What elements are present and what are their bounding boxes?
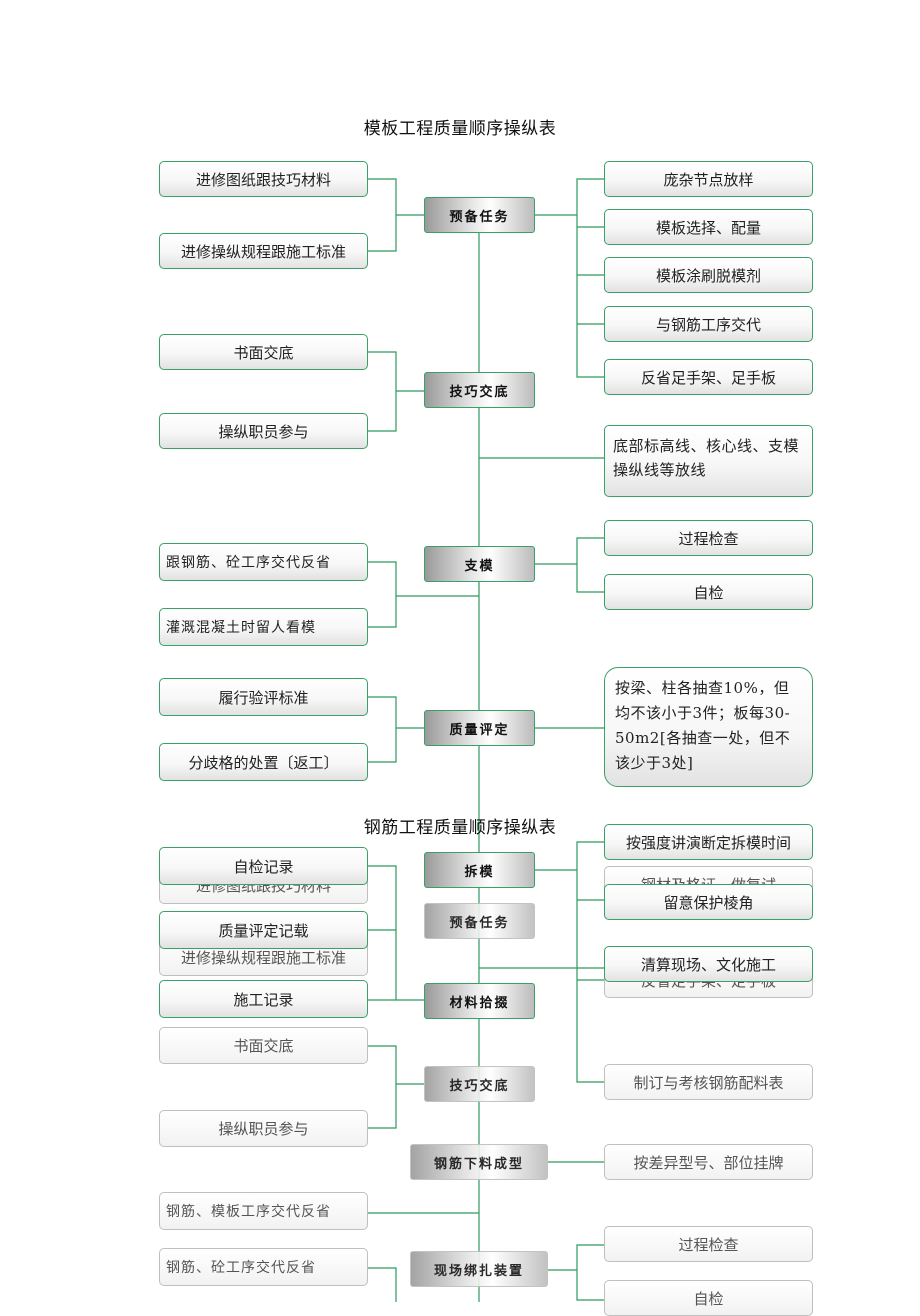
- formwork-prep-right-box: 与钢筋工序交代: [604, 306, 813, 342]
- formwork-prep-left-box: 进修图纸跟技巧材料: [159, 161, 368, 197]
- formwork-tech-left-box: 操纵职员参与: [159, 413, 368, 449]
- formwork-table-title: 模板工程质量顺序操纵表: [363, 119, 557, 139]
- formwork-support-right-box: 自检: [604, 574, 813, 610]
- rebar-table-title: 钢筋工程质量顺序操纵表: [363, 818, 557, 838]
- formwork-prep-left-box: 进修操纵规程跟施工标准: [159, 233, 368, 269]
- formwork-tech-note: 底部标高线、核心线、支模操纵线等放线: [604, 425, 813, 497]
- formwork-quality-note: 按梁、柱各抽查10%，但均不该小于3件；板每30-50m2[各抽查一处，但不该少…: [604, 667, 813, 787]
- rebar-binding-right-box: 过程检查: [604, 1226, 813, 1262]
- formwork-tech-node: 技巧交底: [424, 372, 535, 408]
- rebar-binding-node: 现场绑扎装置: [410, 1251, 548, 1287]
- formwork-support-left-box: 灌溉混凝土时留人看模: [159, 608, 368, 646]
- formwork-support-left-box: 跟钢筋、砼工序交代反省: [159, 543, 368, 581]
- formwork-demold-left-box: 自检记录: [159, 847, 368, 885]
- rebar-cutting-node: 钢筋下料成型: [410, 1144, 548, 1180]
- rebar-tech-left-box: 操纵职员参与: [159, 1110, 368, 1147]
- formwork-quality-left-box: 分歧格的处置〔返工〕: [159, 743, 368, 781]
- rebar-prep-node: 预备任务: [424, 903, 535, 939]
- formwork-tech-left-box: 书面交底: [159, 334, 368, 370]
- formwork-demold-left-box: 施工记录: [159, 980, 368, 1018]
- formwork-quality-left-box: 履行验评标准: [159, 678, 368, 716]
- formwork-support-right-box: 过程检查: [604, 520, 813, 556]
- formwork-prep-node: 预备任务: [424, 197, 535, 233]
- rebar-binding-left-box: 钢筋、砼工序交代反省: [159, 1248, 368, 1286]
- formwork-prep-right-box: 反省足手架、足手板: [604, 359, 813, 395]
- formwork-demold-right-box: 清算现场、文化施工: [604, 946, 813, 982]
- formwork-prep-right-box: 模板选择、配量: [604, 209, 813, 245]
- formwork-support-node: 支模: [424, 546, 535, 582]
- formwork-demold-right-box: 按强度讲演断定拆模时间: [604, 824, 813, 860]
- rebar-cutting-right-box: 按差异型号、部位挂牌: [604, 1144, 813, 1180]
- rebar-binding-right-box: 自检: [604, 1280, 813, 1316]
- rebar-tech-left-box: 书面交底: [159, 1027, 368, 1064]
- formwork-demold-left-box: 质量评定记载: [159, 911, 368, 949]
- rebar-binding-left-box: 钢筋、模板工序交代反省: [159, 1192, 368, 1230]
- formwork-demold-right-box: 留意保护棱角: [604, 884, 813, 920]
- formwork-prep-right-box: 模板涂刷脱模剂: [604, 257, 813, 293]
- rebar-tech-node: 技巧交底: [424, 1066, 535, 1102]
- formwork-quality-node: 质量评定: [424, 710, 535, 746]
- formwork-archive-node: 材料拾掇: [424, 983, 535, 1019]
- formwork-prep-right-box: 庞杂节点放样: [604, 161, 813, 197]
- rebar-prep-right-box: 制订与考核钢筋配料表: [604, 1064, 813, 1100]
- formwork-demold-node: 拆模: [424, 852, 535, 888]
